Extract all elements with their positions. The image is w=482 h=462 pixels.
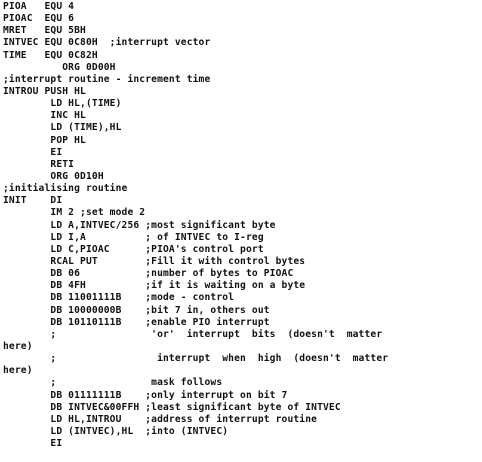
- code-line: LD HL,(TIME): [3, 98, 122, 110]
- code-line: LD A,INTVEC/256 ;most significant byte: [3, 219, 276, 231]
- comment-line: ; 'or' interrupt bits (doesn't matter: [3, 328, 383, 340]
- code-line: PIOAC EQU 6: [3, 13, 75, 25]
- code-line: EI: [3, 438, 63, 450]
- assembly-code-listing: PIOA EQU 4 PIOAC EQU 6 MRET EQU 5BH INTV…: [3, 1, 481, 450]
- code-line: LD I,A ; of INTVEC to I-reg: [3, 231, 264, 243]
- code-line: POP HL: [3, 134, 86, 146]
- code-line: DB 06 ;number of bytes to PIOAC: [3, 268, 294, 280]
- code-line: DB 4FH ;if it is waiting on a byte: [3, 280, 306, 292]
- code-line: ORG 0D00H: [3, 61, 116, 73]
- code-line: RETI: [3, 158, 75, 170]
- code-line: TIME EQU 0C82H: [3, 49, 98, 61]
- code-line: INTROU PUSH HL: [3, 85, 86, 97]
- comment-line: ; interrupt when high (doesn't matter: [3, 353, 389, 365]
- code-line: DB 11001111B ;mode - control: [3, 292, 235, 304]
- comment-line: here): [3, 340, 33, 352]
- code-line: DB 10000000B ;bit 7 in, others out: [3, 304, 270, 316]
- code-line: MRET EQU 5BH: [3, 25, 86, 37]
- comment-line: ;initialising routine: [3, 183, 128, 195]
- code-line: EI: [3, 146, 63, 158]
- comment-line: ;interrupt routine - increment time: [3, 73, 211, 85]
- code-line: IM 2 ;set mode 2: [3, 207, 146, 219]
- code-line: LD HL,INTROU ;address of interrupt routi…: [3, 413, 318, 425]
- code-line: LD C,PIOAC ;PIOA's control port: [3, 243, 264, 255]
- code-line: LD (TIME),HL: [3, 122, 122, 134]
- code-line: ORG 0D10H: [3, 170, 104, 182]
- code-line: DB INTVEC&00FFH ;least significant byte …: [3, 401, 341, 413]
- code-line: INC HL: [3, 110, 86, 122]
- code-line: PIOA EQU 4: [3, 1, 75, 12]
- code-line: INIT DI: [3, 195, 63, 207]
- comment-line: here): [3, 365, 33, 377]
- code-line: LD (INTVEC),HL ;into (INTVEC): [3, 425, 229, 437]
- code-line: DB 10110111B ;enable PIO interrupt: [3, 316, 270, 328]
- code-line: RCAL PUT ;Fill it with control bytes: [3, 255, 306, 267]
- code-line: INTVEC EQU 0C80H ;interrupt vector: [3, 37, 211, 49]
- comment-line: ; mask follows: [3, 377, 223, 389]
- code-line: DB 01111111B ;only interrupt on bit 7: [3, 389, 288, 401]
